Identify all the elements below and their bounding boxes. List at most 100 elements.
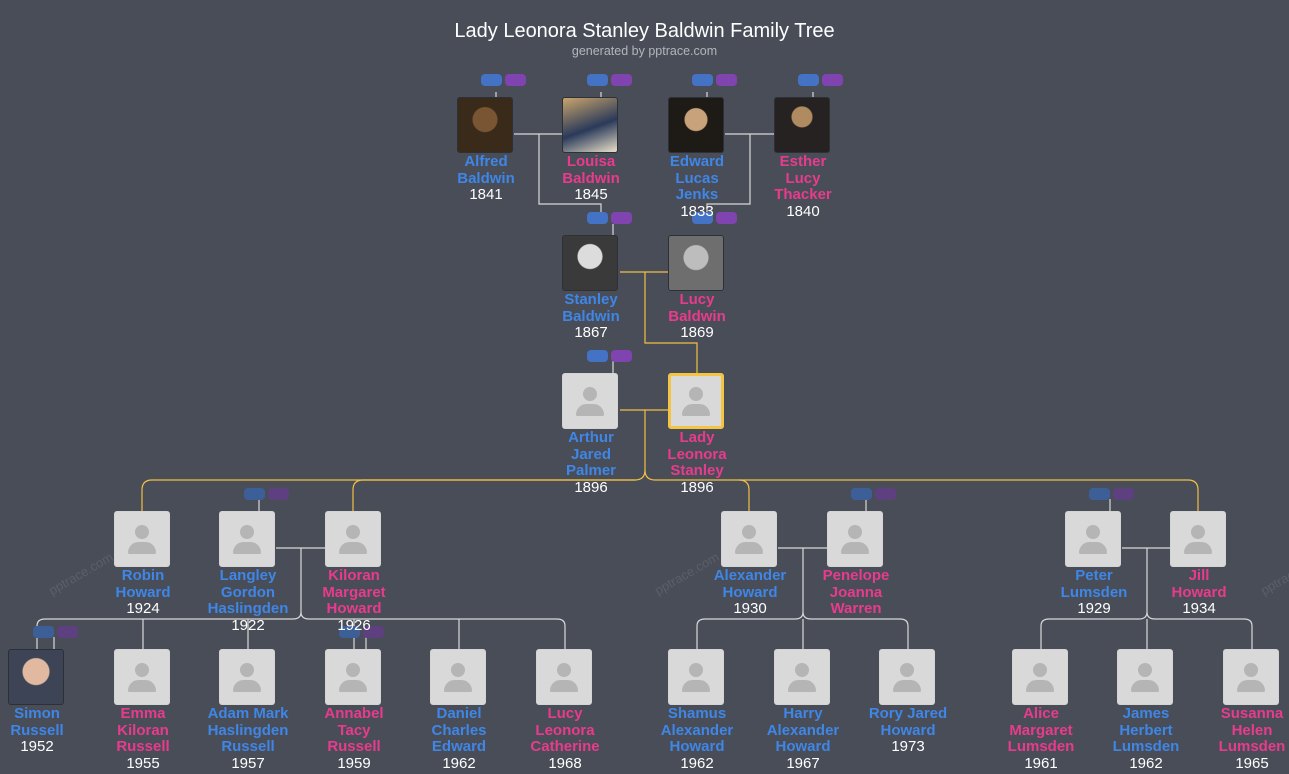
person-name-line: Kiloran: [328, 567, 380, 584]
expand-mother-toggle[interactable]: [57, 626, 78, 638]
expand-father-toggle[interactable]: [244, 488, 265, 500]
person-name-line: Alexander: [766, 721, 840, 739]
expand-father-toggle[interactable]: [1089, 488, 1110, 500]
person-photo[interactable]: [562, 235, 618, 291]
person-placeholder-icon[interactable]: [219, 511, 275, 567]
person-placeholder-icon[interactable]: [668, 373, 724, 429]
person-name-line: Jill: [1188, 567, 1210, 584]
expand-mother-toggle[interactable]: [611, 350, 632, 362]
expand-mother-toggle[interactable]: [716, 74, 737, 86]
person-placeholder-icon[interactable]: [1117, 649, 1173, 705]
person-photo[interactable]: [668, 235, 724, 291]
person-name-line: Howard: [115, 583, 171, 601]
person-birth-year: 1840: [786, 202, 820, 220]
expand-mother-toggle[interactable]: [611, 74, 632, 86]
person-name-line: Jenks: [675, 186, 719, 203]
person-placeholder-icon[interactable]: [325, 511, 381, 567]
person-placeholder-icon[interactable]: [562, 373, 618, 429]
expand-mother-toggle[interactable]: [716, 212, 737, 224]
expand-father-toggle[interactable]: [587, 350, 608, 362]
person-name-line: Baldwin: [457, 169, 515, 187]
person-name-line: Lumsden: [1060, 583, 1128, 601]
expand-father-toggle[interactable]: [798, 74, 819, 86]
person-photo[interactable]: [8, 649, 64, 705]
person-name-line: Susanna: [1220, 705, 1284, 722]
expand-mother-toggle[interactable]: [505, 74, 526, 86]
expand-mother-toggle[interactable]: [611, 212, 632, 224]
person-placeholder-icon[interactable]: [1223, 649, 1279, 705]
person-placeholder-icon[interactable]: [325, 649, 381, 705]
expand-father-toggle[interactable]: [33, 626, 54, 638]
person-name-line: Howard: [775, 738, 831, 755]
person-placeholder-icon[interactable]: [827, 511, 883, 567]
person-birth-year: 1968: [548, 754, 582, 772]
person-name-line: Catherine: [530, 738, 600, 755]
person-placeholder-icon[interactable]: [114, 649, 170, 705]
expand-father-toggle[interactable]: [481, 74, 502, 86]
person-birth-year: 1929: [1077, 600, 1111, 617]
person-placeholder-icon[interactable]: [536, 649, 592, 705]
person-photo[interactable]: [668, 97, 724, 153]
person-placeholder-icon[interactable]: [1065, 511, 1121, 567]
person-name-line: James: [1122, 705, 1170, 722]
person-placeholder-icon[interactable]: [114, 511, 170, 567]
person-photo[interactable]: [457, 97, 513, 153]
person-placeholder-icon[interactable]: [219, 649, 275, 705]
person-photo[interactable]: [562, 97, 618, 153]
expand-father-toggle[interactable]: [587, 212, 608, 224]
person-name-line: Jared: [570, 445, 612, 463]
person-placeholder-icon[interactable]: [1170, 511, 1226, 567]
expand-father-toggle[interactable]: [587, 74, 608, 86]
person-placeholder-icon[interactable]: [879, 649, 935, 705]
expand-mother-toggle[interactable]: [363, 626, 384, 638]
expand-father-toggle[interactable]: [692, 212, 713, 224]
expand-mother-toggle[interactable]: [822, 74, 843, 86]
person-name-line: Margaret: [1009, 721, 1073, 739]
person-birth-year: 1934: [1182, 600, 1216, 617]
person-name-line: Robin: [121, 567, 165, 584]
expand-father-toggle[interactable]: [339, 626, 360, 638]
person-name-line: Lucy: [679, 291, 715, 308]
person-name-line: Howard: [326, 600, 382, 617]
expand-mother-toggle[interactable]: [268, 488, 289, 500]
person-photo[interactable]: [774, 97, 830, 153]
expand-father-toggle[interactable]: [851, 488, 872, 500]
person-placeholder-icon[interactable]: [721, 511, 777, 567]
person-birth-year: 1962: [680, 754, 714, 772]
person-placeholder-icon[interactable]: [1012, 649, 1068, 705]
expand-father-toggle[interactable]: [692, 74, 713, 86]
expand-mother-toggle[interactable]: [875, 488, 896, 500]
person-placeholder-icon[interactable]: [668, 649, 724, 705]
person-name-line: Lucas: [675, 169, 719, 187]
expand-mother-toggle[interactable]: [1113, 488, 1134, 500]
person-placeholder-icon[interactable]: [774, 649, 830, 705]
person-placeholder-icon[interactable]: [430, 649, 486, 705]
